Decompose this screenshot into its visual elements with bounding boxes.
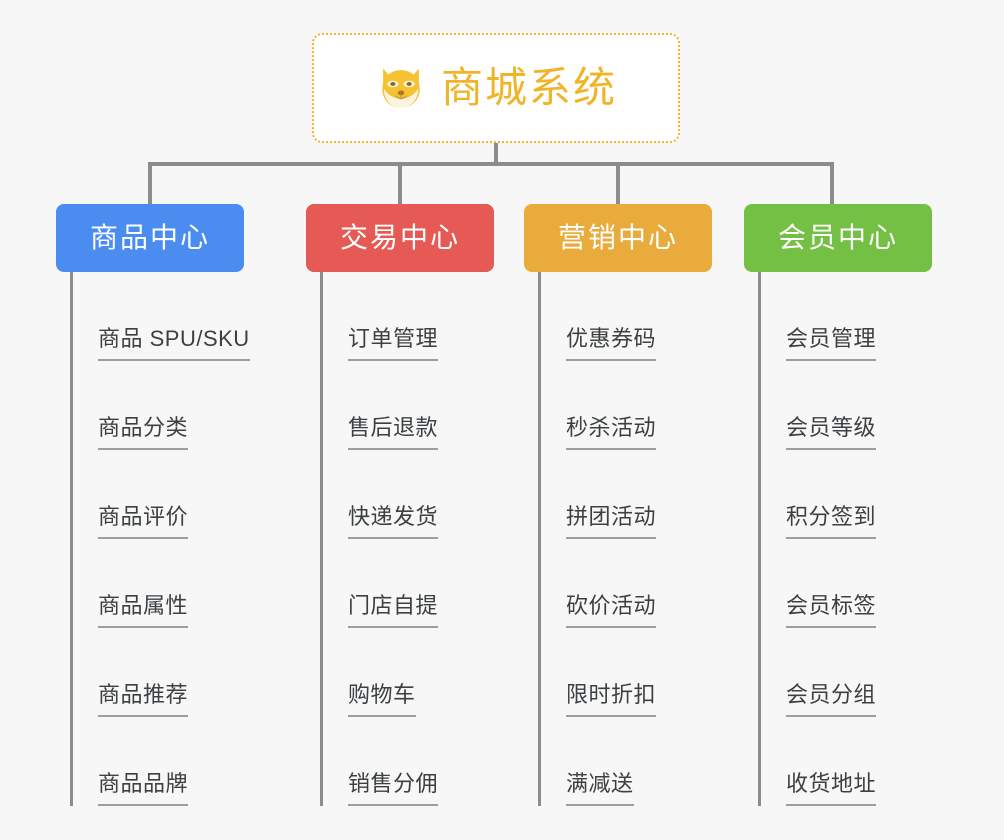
category-column-2: 交易中心 订单管理 售后退款 快递发货 门店自提 购物车 销售分佣 [306,204,494,806]
leaf-label: 门店自提 [348,595,439,628]
leaf-label: 会员标签 [786,595,877,628]
leaf-spine-4 [758,272,761,806]
leaf-item[interactable]: 会员分组 [744,628,932,717]
leaf-item[interactable]: 限时折扣 [524,628,712,717]
leaf-label: 购物车 [348,684,416,717]
leaf-label: 商品评价 [98,506,189,539]
leaf-item[interactable]: 商品推荐 [56,628,250,717]
leaf-item[interactable]: 售后退款 [306,361,494,450]
root-node-mall-system[interactable]: 商城系统 [312,33,680,143]
category-header-4[interactable]: 会员中心 [744,204,932,272]
leaf-item[interactable]: 砍价活动 [524,539,712,628]
leaf-spine-1 [70,272,73,806]
category-label-2: 交易中心 [339,222,460,253]
leaf-label: 快递发货 [348,506,439,539]
category-label-1: 商品中心 [89,222,210,253]
leaf-label: 商品分类 [98,417,189,450]
leaf-label: 会员等级 [786,417,877,450]
leaf-label: 砍价活动 [566,595,657,628]
leaf-item[interactable]: 会员标签 [744,539,932,628]
leaf-label: 销售分佣 [348,773,439,806]
leaf-list-2: 订单管理 售后退款 快递发货 门店自提 购物车 销售分佣 [306,272,494,806]
leaf-label: 订单管理 [348,328,439,361]
leaf-item[interactable]: 会员等级 [744,361,932,450]
leaf-item[interactable]: 销售分佣 [306,717,494,806]
leaf-label: 优惠券码 [566,328,657,361]
leaf-label: 会员管理 [786,328,877,361]
leaf-label: 商品品牌 [98,773,189,806]
connector-root-stem [494,143,498,165]
leaf-spine-3 [538,272,541,806]
leaf-item[interactable]: 购物车 [306,628,494,717]
leaf-item[interactable]: 快递发货 [306,450,494,539]
leaf-item[interactable]: 优惠券码 [524,272,712,361]
category-column-1: 商品中心 商品 SPU/SKU 商品分类 商品评价 商品属性 商品推荐 商品品牌 [56,204,250,806]
connector-drop-2 [398,162,402,204]
leaf-label: 商品推荐 [98,684,189,717]
leaf-item[interactable]: 商品 SPU/SKU [56,272,250,361]
connector-drop-4 [830,162,834,204]
leaf-item[interactable]: 商品评价 [56,450,250,539]
leaf-list-3: 优惠券码 秒杀活动 拼团活动 砍价活动 限时折扣 满减送 [524,272,712,806]
root-node-title: 商城系统 [440,64,617,111]
leaf-item[interactable]: 拼团活动 [524,450,712,539]
leaf-label: 限时折扣 [566,684,657,717]
leaf-label: 商品属性 [98,595,189,628]
leaf-spine-2 [320,272,323,806]
leaf-label: 收货地址 [786,773,877,806]
category-header-2[interactable]: 交易中心 [306,204,494,272]
leaf-label: 满减送 [566,773,634,806]
category-header-1[interactable]: 商品中心 [56,204,244,272]
category-label-3: 营销中心 [557,222,678,253]
leaf-item[interactable]: 会员管理 [744,272,932,361]
leaf-item[interactable]: 满减送 [524,717,712,806]
leaf-item[interactable]: 商品分类 [56,361,250,450]
connector-drop-1 [148,162,152,204]
leaf-label: 售后退款 [348,417,439,450]
dog-face-icon [375,62,427,114]
leaf-label: 秒杀活动 [566,417,657,450]
connector-drop-3 [616,162,620,204]
leaf-label: 会员分组 [786,684,877,717]
category-column-4: 会员中心 会员管理 会员等级 积分签到 会员标签 会员分组 收货地址 [744,204,932,806]
leaf-item[interactable]: 门店自提 [306,539,494,628]
leaf-list-4: 会员管理 会员等级 积分签到 会员标签 会员分组 收货地址 [744,272,932,806]
leaf-item[interactable]: 收货地址 [744,717,932,806]
leaf-item[interactable]: 订单管理 [306,272,494,361]
category-label-4: 会员中心 [777,222,898,253]
leaf-item[interactable]: 商品属性 [56,539,250,628]
connector-horizontal-bus [148,162,834,166]
leaf-label: 商品 SPU/SKU [98,328,250,361]
leaf-list-1: 商品 SPU/SKU 商品分类 商品评价 商品属性 商品推荐 商品品牌 [56,272,250,806]
leaf-label: 拼团活动 [566,506,657,539]
category-header-3[interactable]: 营销中心 [524,204,712,272]
leaf-label: 积分签到 [786,506,877,539]
leaf-item[interactable]: 商品品牌 [56,717,250,806]
leaf-item[interactable]: 积分签到 [744,450,932,539]
category-column-3: 营销中心 优惠券码 秒杀活动 拼团活动 砍价活动 限时折扣 满减送 [524,204,712,806]
leaf-item[interactable]: 秒杀活动 [524,361,712,450]
